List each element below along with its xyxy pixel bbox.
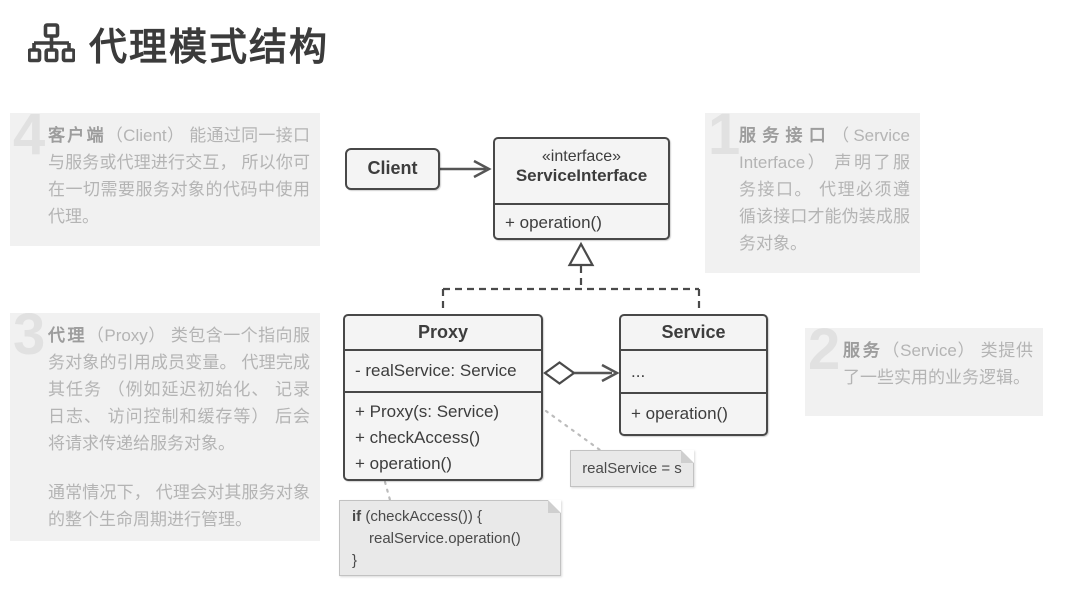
- service-method: + operation(): [631, 403, 728, 423]
- note-code-line3: }: [352, 552, 358, 569]
- annotation-text-1: 服务接口（Service Interface） 声明了服务接口。 代理必须遵循该…: [739, 122, 910, 257]
- annotation-panel-1: 1 服务接口（Service Interface） 声明了服务接口。 代理必须遵…: [705, 113, 920, 273]
- note-code-line2: realService.operation(): [369, 530, 521, 547]
- annotation-body-3b: 通常情况下， 代理会对其服务对象的整个生命周期进行管理。: [48, 483, 310, 529]
- page-header: 代理模式结构: [28, 16, 329, 71]
- note-code: if (checkAccess()) { realService.operati…: [339, 500, 561, 576]
- proxy-method: + Proxy(s: Service): [355, 402, 500, 421]
- client-class-name: Client: [367, 158, 418, 178]
- annotation-lead-2: 服务: [843, 341, 883, 360]
- annotation-panel-2: 2 服务（Service） 类提供了一些实用的业务逻辑。: [805, 328, 1043, 416]
- interface-class-box: «interface» ServiceInterface + operation…: [493, 137, 670, 240]
- aggregation-diamond: [543, 361, 576, 385]
- client-class-box: Client: [345, 148, 440, 190]
- note-code-line1-rest: (checkAccess()) {: [361, 508, 483, 525]
- note-connector-code: [383, 480, 392, 502]
- annotation-panel-3: 3 代理（Proxy） 类包含一个指向服务对象的引用成员变量。 代理完成其任务 …: [10, 313, 320, 541]
- annotation-body-4: （Client） 能通过同一接口与服务或代理进行交互， 所以你可在一切需要服务对…: [48, 126, 311, 226]
- annotation-body-1: （Service Interface） 声明了服务接口。 代理必须遵循该接口才能…: [739, 126, 911, 253]
- interface-stereotype: «interface»: [541, 148, 622, 165]
- annotation-lead-4: 客户端: [48, 126, 106, 145]
- note-realservice-text: realService = s: [582, 460, 682, 477]
- annotation-body-2: （Service） 类提供了一些实用的业务逻辑。: [843, 341, 1033, 387]
- proxy-class-name: Proxy: [345, 316, 541, 351]
- page-title: 代理模式结构: [89, 25, 330, 69]
- sitemap-icon: [28, 23, 75, 63]
- proxy-field: - realService: Service: [345, 351, 541, 393]
- annotation-lead-3: 代理: [48, 326, 87, 345]
- annotation-panel-4: 4 客户端（Client） 能通过同一接口与服务或代理进行交互， 所以你可在一切…: [10, 113, 320, 246]
- note-code-keyword: if: [352, 508, 362, 525]
- proxy-method: + operation(): [355, 454, 452, 473]
- annotation-lead-1: 服务接口: [739, 126, 833, 145]
- realization-dashed-lines: [441, 266, 701, 313]
- client-arrow: [440, 159, 492, 179]
- annotation-body-3: （Proxy） 类包含一个指向服务对象的引用成员变量。 代理完成其任务 （例如延…: [48, 326, 311, 453]
- annotation-text-3: 代理（Proxy） 类包含一个指向服务对象的引用成员变量。 代理完成其任务 （例…: [48, 322, 310, 533]
- interface-class-name: ServiceInterface: [515, 166, 648, 185]
- note-connector-realservice: [544, 409, 602, 452]
- note-realservice: realService = s: [570, 450, 694, 487]
- realization-triangle: [567, 241, 595, 267]
- annotation-number-1: 1: [708, 113, 741, 167]
- proxy-class-box: Proxy - realService: Service + Proxy(s: …: [343, 314, 543, 481]
- service-class-box: Service ... + operation(): [619, 314, 768, 436]
- proxy-method: + checkAccess(): [355, 428, 481, 447]
- annotation-number-2: 2: [808, 328, 841, 382]
- note-code-line1: if (checkAccess()) {: [352, 506, 548, 528]
- annotation-text-2: 服务（Service） 类提供了一些实用的业务逻辑。: [843, 337, 1033, 391]
- service-field-ellipsis: ...: [621, 351, 766, 394]
- interface-method: + operation(): [505, 212, 602, 232]
- annotation-text-4: 客户端（Client） 能通过同一接口与服务或代理进行交互， 所以你可在一切需要…: [48, 122, 310, 230]
- annotation-number-3: 3: [13, 313, 46, 367]
- annotation-number-4: 4: [13, 113, 46, 167]
- proxy-methods: + Proxy(s: Service) + checkAccess() + op…: [345, 393, 541, 483]
- aggregation-arrow: [574, 363, 620, 383]
- service-class-name: Service: [621, 316, 766, 351]
